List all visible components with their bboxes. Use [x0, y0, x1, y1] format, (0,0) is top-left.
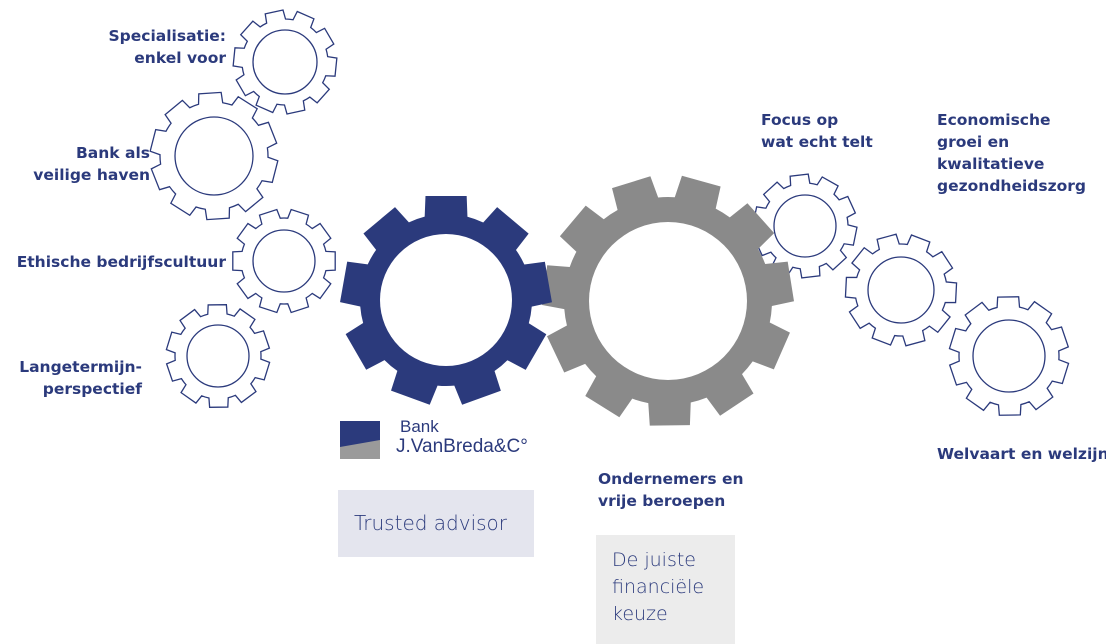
label-economische-groei: Economische groei en kwalitatieve gezond… [937, 111, 1086, 195]
gear-icon [844, 233, 958, 347]
gear-icon [948, 296, 1070, 416]
label-specialisatie: Specialisatie: enkel voor [108, 27, 226, 67]
gear-icon [232, 9, 338, 115]
label-focus-op: Focus op wat echt telt [761, 111, 873, 151]
trusted-advisor-box: Trusted advisor [338, 490, 534, 557]
label-welvaart-welzijn: Welvaart en welzijn [937, 445, 1106, 463]
gear-icon [165, 304, 271, 408]
label-bank-veilige-haven: Bank als veilige haven [33, 144, 150, 184]
gear-icon [542, 175, 794, 426]
gear-icon [752, 173, 858, 279]
bank-logo-mark [340, 421, 380, 459]
gear-icon [232, 208, 336, 314]
bank-logo: Bank J.VanBreda&C° [338, 418, 548, 462]
label-ondernemers: Ondernemers en vrije beroepen [598, 470, 744, 510]
bank-logo-text: Bank J.VanBreda&C° [396, 417, 528, 458]
gear-icon [340, 196, 552, 405]
gear-icon [149, 91, 279, 221]
label-langetermijnperspectief: Langetermijn- perspectief [19, 358, 142, 398]
financiele-keuze-box: De juiste financiële keuze [596, 535, 735, 644]
label-ethische-bedrijfscultuur: Ethische bedrijfscultuur [16, 253, 226, 271]
